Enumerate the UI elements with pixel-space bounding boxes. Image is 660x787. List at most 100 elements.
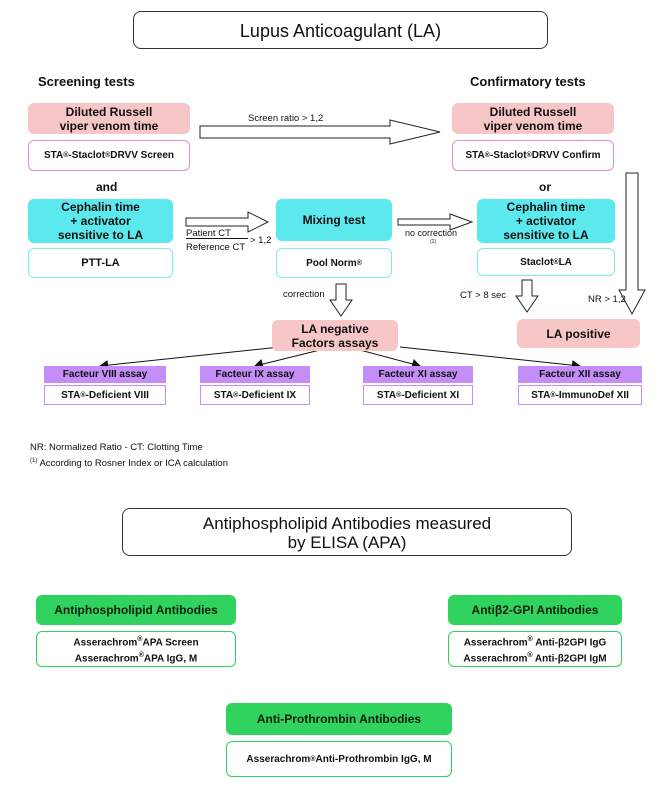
- line-to-factor-ix: [254, 349, 321, 367]
- factor-ix-title: Facteur IX assay: [200, 366, 310, 383]
- aptt-confirm-line1: Cephalin time: [506, 200, 586, 214]
- registered-mark: ®: [484, 152, 490, 159]
- drvvt-screen-reagent-a: STA: [43, 150, 64, 161]
- b2gpi-title: Antiβ2-GPI Antibodies: [448, 595, 622, 625]
- factor-xi-reagent-b: -Deficient XI: [401, 389, 460, 401]
- b2gpi-r2b: Anti-β2GPI IgM: [532, 653, 607, 665]
- la-title: Lupus Anticoagulant (LA): [133, 11, 548, 49]
- registered-mark: ®: [80, 391, 86, 399]
- factor-viii-reagent-b: -Deficient VIII: [85, 389, 149, 401]
- aptt-line2: + activator: [70, 214, 131, 228]
- drvvt-confirm-title-line1: Diluted Russell: [489, 104, 577, 119]
- aptt-confirm-reagent-suffix: LA: [558, 256, 572, 268]
- antiphospholipid-reagent-2: Asserachrom®APA IgG, M: [75, 649, 197, 665]
- label-nr-12: NR > 1,2: [588, 294, 626, 305]
- factor-viii-reagent: STA®-Deficient VIII: [44, 385, 166, 405]
- b2gpi-reagent-1: Asserachrom® Anti-β2GPI IgG: [464, 633, 607, 649]
- factor-ix-reagent-b: -Deficient IX: [238, 389, 297, 401]
- prothrombin-r1a: Asserachrom: [246, 753, 311, 765]
- note-ref-mark: (1): [30, 458, 38, 464]
- b2gpi-r1a: Asserachrom: [463, 637, 528, 648]
- and-label: and: [96, 180, 118, 194]
- apa-title-line1: Antiphospholipid Antibodies measured: [202, 514, 492, 533]
- mixing-reagent: Pool Norm®: [276, 248, 392, 278]
- line-to-factor-xii: [399, 346, 581, 367]
- drvvt-screen-title-line1: Diluted Russell: [65, 104, 153, 119]
- apa-title-line2: by ELISA (APA): [287, 533, 407, 552]
- apa-title: Antiphospholipid Antibodies measured by …: [122, 508, 572, 556]
- screening-heading: Screening tests: [38, 74, 135, 89]
- factor-xi-reagent: STA®-Deficient XI: [363, 385, 473, 405]
- drvvt-screen-reagent-c: DRVV Screen: [110, 150, 175, 161]
- drvvt-confirm-reagent-b: -Staclot: [489, 150, 527, 161]
- confirmatory-heading: Confirmatory tests: [470, 74, 586, 89]
- antiphospholipid-r1a: Asserachrom: [73, 637, 138, 648]
- drvvt-confirm-reagent-c: DRVV Confirm: [531, 150, 601, 161]
- la-negative-line2: Factors assays: [291, 335, 379, 350]
- drvvt-confirm-reagent-a: STA: [465, 150, 485, 161]
- la-negative-line1: LA negative: [301, 321, 369, 336]
- label-ct-8: CT > 8 sec: [460, 290, 507, 301]
- prothrombin-r1b: Anti-Prothrombin IgG, M: [315, 753, 432, 765]
- factor-xii-reagent: STA®-ImmunoDef XII: [518, 385, 642, 405]
- or-label: or: [539, 180, 551, 194]
- factor-xii-title: Facteur XII assay: [518, 366, 642, 383]
- note-rosner-text: According to Rosner Index or ICA calcula…: [37, 458, 228, 470]
- drvvt-screen-title-line2: viper venom time: [59, 118, 159, 133]
- registered-mark: ®: [550, 391, 556, 399]
- registered-mark: ®: [105, 152, 111, 159]
- mixing-reagent-text: Pool Norm: [306, 257, 357, 269]
- factor-ix-reagent: STA®-Deficient IX: [200, 385, 310, 405]
- aptt-title: Cephalin time + activator sensitive to L…: [28, 199, 173, 243]
- antiphospholipid-reagents: Asserachrom®APA Screen Asserachrom®APA I…: [36, 631, 236, 667]
- antiphospholipid-r2b: APA IgG, M: [143, 653, 198, 665]
- la-positive: LA positive: [517, 319, 640, 348]
- registered-mark: ®: [527, 635, 533, 643]
- registered-mark: ®: [527, 652, 533, 659]
- ratio-divider: [186, 238, 248, 239]
- label-ref-mark: (1): [430, 239, 437, 245]
- b2gpi-reagents: Asserachrom® Anti-β2GPI IgG Asserachrom®…: [448, 631, 622, 667]
- drvvt-screen-reagent-b: -Staclot: [68, 150, 106, 161]
- aptt-confirm-title: Cephalin time + activator sensitive to L…: [477, 199, 615, 243]
- label-ratio-gt: > 1,2: [250, 235, 272, 246]
- registered-mark: ®: [137, 635, 143, 643]
- label-patient-ct: Patient CT: [186, 228, 231, 239]
- label-correction: correction: [283, 289, 325, 300]
- drvvt-screen-reagent: STA®-Staclot®DRVV Screen: [28, 140, 190, 171]
- factor-xii-reagent-a: STA: [531, 389, 551, 401]
- registered-mark: ®: [63, 152, 69, 159]
- aptt-reagent: PTT-LA: [28, 248, 173, 278]
- la-negative: LA negative Factors assays: [272, 320, 398, 351]
- registered-mark: ®: [553, 258, 559, 266]
- aptt-line1: Cephalin time: [61, 200, 140, 214]
- prothrombin-title: Anti-Prothrombin Antibodies: [226, 703, 452, 735]
- registered-mark: ®: [233, 391, 239, 399]
- arrow-correction: [329, 283, 353, 317]
- arrow-no-correction: [397, 213, 474, 231]
- aptt-confirm-line3: sensitive to LA: [503, 228, 589, 242]
- factor-xi-title: Facteur XI assay: [363, 366, 473, 383]
- registered-mark: ®: [356, 259, 362, 267]
- antiphospholipid-r1b: APA Screen: [142, 637, 199, 648]
- note-rosner: (1) According to Rosner Index or ICA cal…: [30, 458, 228, 469]
- line-to-factor-xi: [359, 349, 421, 367]
- arrow-screen-ratio: [199, 119, 441, 145]
- registered-mark: ®: [526, 152, 532, 159]
- aptt-confirm-reagent-text: Staclot: [520, 256, 554, 268]
- prothrombin-reagents: Asserachrom® Anti-Prothrombin IgG, M: [226, 741, 452, 777]
- factor-xii-reagent-b: -ImmunoDef XII: [555, 389, 629, 401]
- drvvt-screen-title: Diluted Russell viper venom time: [28, 103, 190, 134]
- aptt-confirm-reagent: Staclot® LA: [477, 248, 615, 276]
- antiphospholipid-reagent-1: Asserachrom®APA Screen: [73, 633, 198, 649]
- factor-viii-title: Facteur VIII assay: [44, 366, 166, 383]
- registered-mark: ®: [138, 652, 144, 659]
- label-no-correction: no correction: [405, 228, 458, 238]
- label-screen-ratio: Screen ratio > 1,2: [248, 113, 324, 124]
- factor-xi-reagent-a: STA: [376, 389, 397, 401]
- antiphospholipid-title: Antiphospholipid Antibodies: [36, 595, 236, 625]
- aptt-confirm-line2: + activator: [515, 214, 577, 228]
- arrow-ct-8: [515, 279, 539, 313]
- b2gpi-reagent-2: Asserachrom® Anti-β2GPI IgM: [463, 649, 606, 665]
